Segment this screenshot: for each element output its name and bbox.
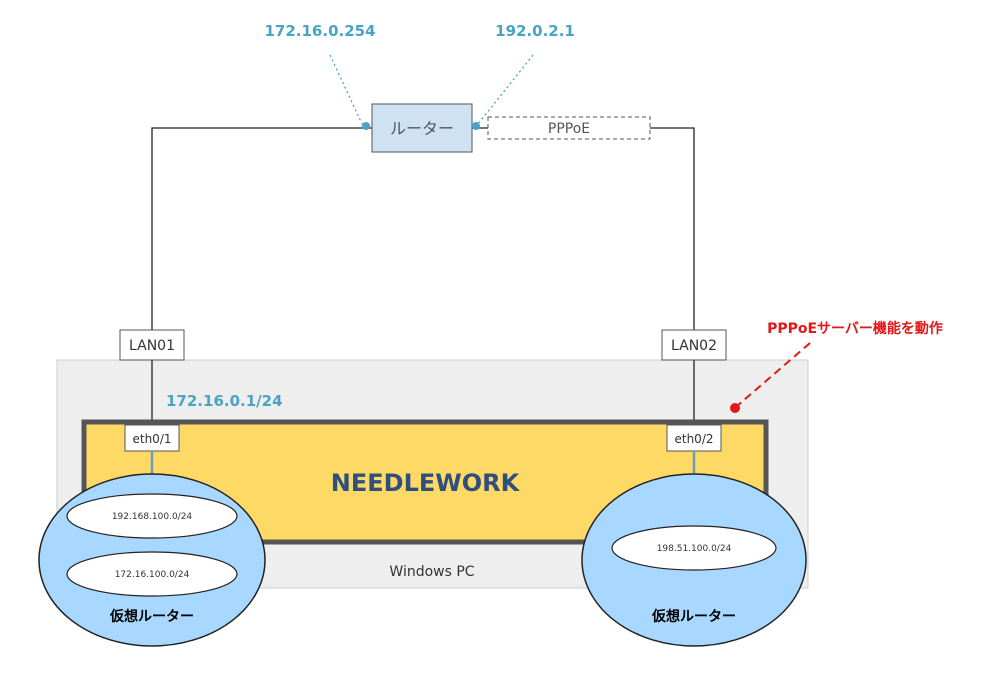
net-ip-label: 172.16.0.1/24 <box>166 392 283 410</box>
lan01-cable <box>151 127 372 330</box>
ip-right-leader <box>477 54 534 125</box>
router-port-right <box>472 122 480 130</box>
lan02-cable <box>472 127 695 330</box>
pppoe-server-pointer <box>736 342 811 407</box>
eth02-box <box>666 424 722 452</box>
vrouter-left-network-2 <box>66 551 238 597</box>
pppoe-box <box>487 116 651 140</box>
lan01-box <box>119 329 185 361</box>
lan02-label: LAN02 <box>671 338 717 354</box>
needlework-label: NEEDLEWORK <box>331 469 521 497</box>
virtual-router-right: 198.51.100.0/24 仮想ルーター <box>581 473 807 647</box>
pppoe-server-note: PPPoEサーバー機能を動作 <box>767 320 943 337</box>
eth01-label: eth0/1 <box>132 432 171 446</box>
router-ip-right: 192.0.2.1 <box>495 22 575 40</box>
router-box <box>371 103 473 153</box>
pppoe-server-dot <box>730 403 740 413</box>
vrouter-right-network-1 <box>611 525 777 571</box>
windows-pc-label: Windows PC <box>389 564 474 580</box>
vrouter-right-network-1-label: 198.51.100.0/24 <box>657 544 732 554</box>
router-label: ルーター <box>390 119 454 138</box>
vrouter-left-network-1 <box>66 493 238 539</box>
router-ip-left: 172.16.0.254 <box>264 22 375 40</box>
vrouter-left-network-1-label: 192.168.100.0/24 <box>112 512 193 522</box>
router-port-left <box>362 122 370 130</box>
eth01-box <box>124 424 180 452</box>
vrouter-left-network-2-label: 172.16.100.0/24 <box>115 570 190 580</box>
lan02-box <box>661 329 727 361</box>
ip-left-leader <box>329 54 363 125</box>
vrouter-left-label: 仮想ルーター <box>109 608 194 625</box>
virtual-router-left: 192.168.100.0/24 172.16.100.0/24 仮想ルーター <box>38 473 266 647</box>
pppoe-label: PPPoE <box>548 121 590 137</box>
lan01-label: LAN01 <box>129 338 175 354</box>
vrouter-right-label: 仮想ルーター <box>651 608 736 625</box>
eth02-label: eth0/2 <box>674 432 713 446</box>
